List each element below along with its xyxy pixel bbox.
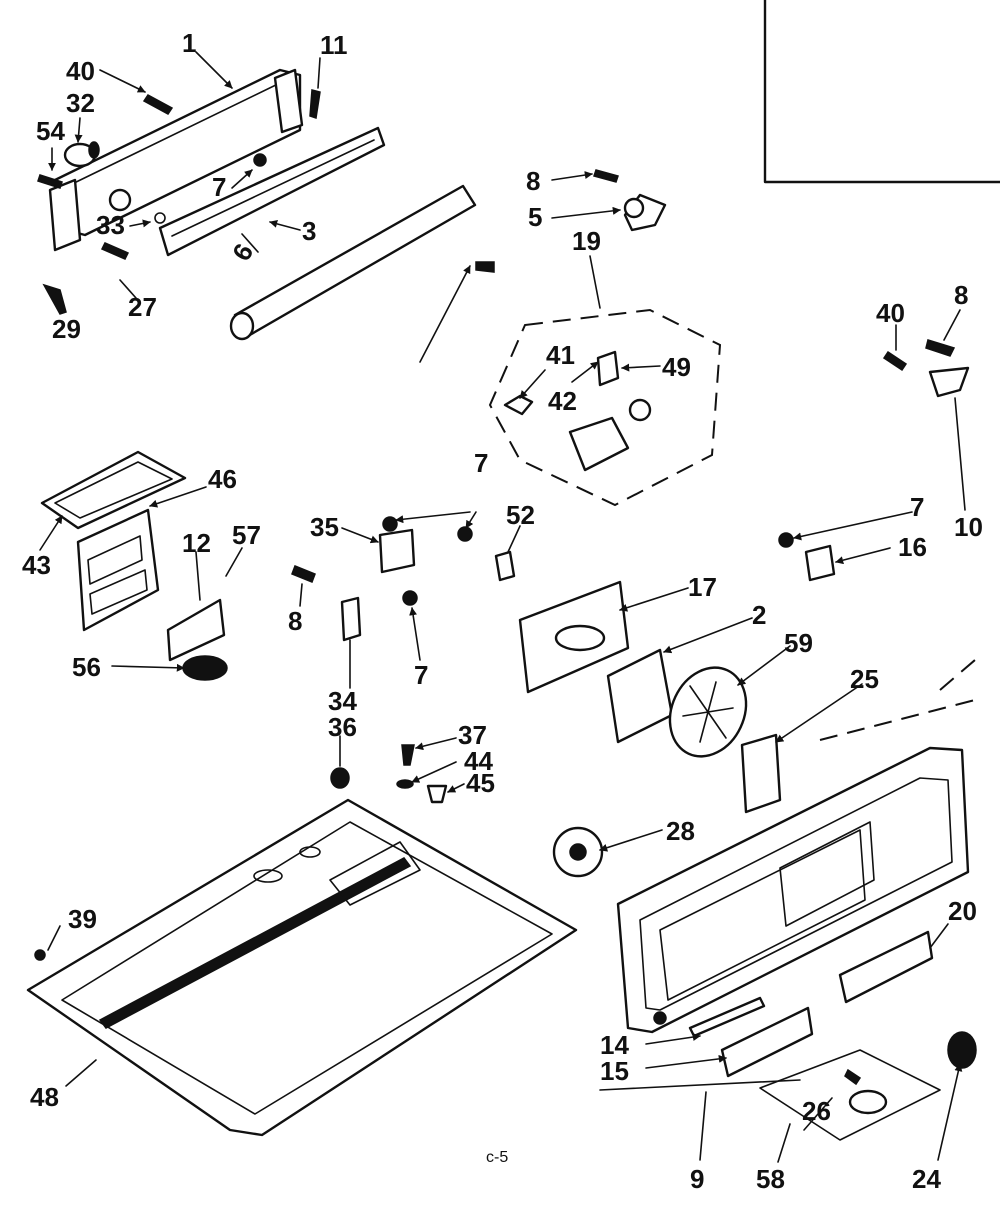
- callout-6: 6: [226, 238, 259, 266]
- small-bracket-part-5: [623, 193, 667, 232]
- dial-part-59: [668, 666, 748, 758]
- callout-39: 39: [68, 904, 97, 934]
- callout-45: 45: [466, 768, 495, 798]
- callout-7-d: 7: [910, 492, 924, 522]
- control-panel-part-9: [616, 659, 976, 1034]
- callout-54: 54: [36, 116, 65, 146]
- motor-part-28: [552, 826, 604, 878]
- callout-40-right: 40: [876, 298, 905, 328]
- callout-28: 28: [666, 816, 695, 846]
- callout-9: 9: [690, 1164, 704, 1194]
- callout-17: 17: [688, 572, 717, 602]
- knob-part-56: [182, 655, 228, 681]
- callout-44: 44: [464, 746, 493, 776]
- callout-56: 56: [72, 652, 101, 682]
- callout-24: 24: [912, 1164, 941, 1194]
- callout-57: 57: [232, 520, 261, 550]
- callout-2: 2: [752, 600, 766, 630]
- switch-part-10: [928, 366, 970, 398]
- callout-40: 40: [66, 56, 95, 86]
- callout-36: 36: [328, 712, 357, 742]
- callout-7-b: 7: [474, 448, 488, 478]
- callout-8: 8: [526, 166, 540, 196]
- buttons-and-plates-parts: [688, 930, 977, 1141]
- circuit-board-part-12: [166, 598, 226, 662]
- callout-29: 29: [52, 314, 81, 344]
- gasket-part-2: [606, 648, 674, 744]
- bracket-part-25: [740, 733, 782, 814]
- fasteners-37-44-45: [396, 744, 448, 804]
- callout-52: 52: [506, 500, 535, 530]
- callout-42: 42: [548, 386, 577, 416]
- timer-housing-part-19: [488, 308, 722, 507]
- lens-part-46: [40, 450, 187, 530]
- page-code: c-5: [486, 1149, 508, 1166]
- callout-37: 37: [458, 720, 487, 750]
- callout-3: 3: [302, 216, 316, 246]
- callout-7: 7: [212, 172, 226, 202]
- console-backsplash-part: [48, 68, 304, 252]
- callout-48: 48: [30, 1082, 59, 1112]
- callout-20: 20: [948, 896, 977, 926]
- corner-frame: [763, 0, 1000, 184]
- callout-15: 15: [600, 1056, 629, 1086]
- relay-part-16: [804, 544, 836, 582]
- callout-34: 34: [328, 686, 357, 716]
- callout-7-c: 7: [414, 660, 428, 690]
- callout-14: 14: [600, 1030, 629, 1060]
- callout-12: 12: [182, 528, 211, 558]
- light-tube-part-6: [229, 184, 477, 341]
- callout-27: 27: [128, 292, 157, 322]
- callout-32: 32: [66, 88, 95, 118]
- timer-bracket-part-17: [518, 580, 630, 694]
- switch-parts-35-34-36: [330, 516, 794, 789]
- callout-33: 33: [96, 210, 125, 240]
- buzzer-part-52: [494, 550, 516, 582]
- callout-10: 10: [954, 512, 983, 542]
- callout-11: 11: [320, 30, 348, 60]
- callout-58: 58: [756, 1164, 785, 1194]
- callout-8-right: 8: [954, 280, 968, 310]
- callout-35: 35: [310, 512, 339, 542]
- callout-26: 26: [802, 1096, 831, 1126]
- top-lid-part-48: [26, 798, 578, 1137]
- callout-59: 59: [784, 628, 813, 658]
- callout-49: 49: [662, 352, 691, 382]
- callout-16: 16: [898, 532, 927, 562]
- panel-insert-part-43: [76, 508, 160, 632]
- callout-labels: 1 40 32 54 11 7 33 3 6 27 29 8 5 19 41 4…: [22, 28, 983, 1194]
- leader-lines: [39, 51, 966, 1163]
- callout-41: 41: [546, 340, 575, 370]
- screw-parts: [37, 89, 956, 1086]
- knob-part-32: [63, 141, 100, 168]
- trim-strip-part-3: [158, 126, 386, 257]
- callout-25: 25: [850, 664, 879, 694]
- callout-5: 5: [528, 202, 542, 232]
- callout-43: 43: [22, 550, 51, 580]
- callout-46: 46: [208, 464, 237, 494]
- callout-8-b: 8: [288, 606, 302, 636]
- callout-1: 1: [182, 28, 196, 58]
- callout-19: 19: [572, 226, 601, 256]
